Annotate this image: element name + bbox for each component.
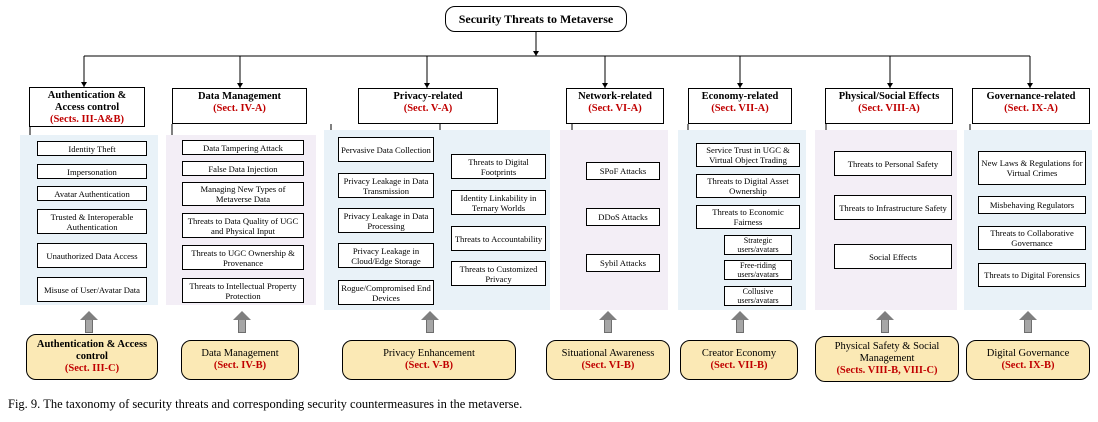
category-title: Privacy-related [393, 91, 463, 102]
category-header-economy: Economy-related (Sect. VII-A) [688, 88, 792, 124]
category-title: Data Management [197, 91, 282, 102]
threat-item: Avatar Authentication [37, 186, 147, 201]
threat-item: Data Tampering Attack [182, 140, 304, 155]
up-arrow-icon [1019, 311, 1037, 333]
threat-item: Threats to Digital Asset Ownership [696, 174, 800, 198]
root-node: Security Threats to Metaverse [445, 6, 627, 32]
category-title: Physical/Social Effects [838, 91, 940, 102]
countermeasure-title: Privacy Enhancement [383, 348, 475, 359]
countermeasure-section: (Sect. IX-B) [1001, 360, 1055, 371]
threat-item: Misuse of User/Avatar Data [37, 277, 147, 302]
threat-item: Privacy Leakage in Cloud/Edge Storage [338, 243, 434, 268]
countermeasure-privacy: Privacy Enhancement (Sect. V-B) [342, 340, 516, 380]
countermeasure-title: Situational Awareness [561, 348, 655, 359]
threat-item: Threats to Digital Footprints [451, 154, 546, 179]
threat-item: Pervasive Data Collection [338, 137, 434, 162]
arrowhead [533, 51, 539, 56]
threat-item: Threats to Accountability [451, 226, 546, 251]
category-section: (Sect. V-A) [403, 103, 453, 114]
sub-threat-item: Strategic users/avatars [724, 235, 792, 255]
threat-item: SPoF Attacks [586, 162, 660, 180]
category-title: Authentication & Access control [47, 90, 127, 113]
threat-item: Threats to UGC Ownership & Provenance [182, 245, 304, 270]
countermeasure-title: Authentication & Access control [36, 339, 148, 362]
countermeasure-auth: Authentication & Access control (Sect. I… [26, 334, 158, 380]
threat-item: Threats to Intellectual Property Protect… [182, 278, 304, 303]
up-arrow-icon [421, 311, 439, 333]
category-title: Network-related [578, 91, 652, 102]
countermeasure-section: (Sects. VIII-B, VIII-C) [836, 365, 938, 376]
category-section: (Sect. VI-A) [588, 103, 642, 114]
figure-caption: Fig. 9. The taxonomy of security threats… [8, 397, 523, 411]
threat-item: Rogue/Compromised End Devices [338, 280, 434, 305]
threat-item: False Data Injection [182, 161, 304, 176]
threat-item: Identity Linkability in Ternary Worlds [451, 190, 546, 215]
sub-threat-item: Free-riding users/avatars [724, 260, 792, 280]
threat-item: Trusted & Interoperable Authentication [37, 209, 147, 234]
threat-item: Threats to Infrastructure Safety [834, 195, 952, 220]
countermeasure-section: (Sect. V-B) [404, 360, 453, 371]
threat-item: Privacy Leakage in Data Processing [338, 208, 434, 233]
countermeasure-title: Creator Economy [701, 348, 777, 359]
threat-item: DDoS Attacks [586, 208, 660, 226]
category-header-privacy: Privacy-related (Sect. V-A) [358, 88, 498, 124]
countermeasure-section: (Sect. IV-B) [213, 360, 267, 371]
threat-item: Sybil Attacks [586, 254, 660, 272]
threat-item: Identity Theft [37, 141, 147, 156]
category-header-network: Network-related (Sect. VI-A) [566, 88, 664, 124]
countermeasure-title: Digital Governance [986, 348, 1070, 359]
threat-item: Unauthorized Data Access [37, 243, 147, 268]
countermeasure-section: (Sect. VI-B) [581, 360, 635, 371]
threat-item: Threats to Data Quality of UGC and Physi… [182, 213, 304, 238]
threat-item: Threats to Digital Forensics [978, 263, 1086, 287]
threat-item: Service Trust in UGC & Virtual Object Tr… [696, 143, 800, 167]
category-title: Economy-related [701, 91, 779, 102]
up-arrow-icon [599, 311, 617, 333]
countermeasure-governance: Digital Governance (Sect. IX-B) [966, 340, 1090, 380]
category-section: (Sect. VIII-A) [858, 103, 920, 114]
category-section: (Sects. III-A&B) [49, 114, 125, 125]
category-section: (Sect. IX-A) [1004, 103, 1058, 114]
up-arrow-icon [233, 311, 251, 333]
threat-item: Threats to Economic Fairness [696, 205, 800, 229]
threat-item: New Laws & Regulations for Virtual Crime… [978, 151, 1086, 185]
countermeasure-data: Data Management (Sect. IV-B) [181, 340, 299, 380]
sub-threat-item: Collusive users/avatars [724, 286, 792, 306]
countermeasure-title: Physical Safety & Social Management [834, 341, 940, 364]
threat-item: Social Effects [834, 244, 952, 269]
countermeasure-network: Situational Awareness (Sect. VI-B) [546, 340, 670, 380]
countermeasure-section: (Sect. VII-B) [710, 360, 768, 371]
up-arrow-icon [80, 311, 98, 333]
countermeasure-economy: Creator Economy (Sect. VII-B) [680, 340, 798, 380]
threat-item: Impersonation [37, 164, 147, 179]
countermeasure-physical: Physical Safety & Social Management (Sec… [815, 336, 959, 382]
threat-item: Managing New Types of Metaverse Data [182, 182, 304, 206]
threat-item: Threats to Customized Privacy [451, 261, 546, 286]
category-header-governance: Governance-related (Sect. IX-A) [972, 88, 1090, 124]
category-title: Governance-related [986, 91, 1076, 102]
threat-item: Privacy Leakage in Data Transmission [338, 173, 434, 198]
up-arrow-icon [876, 311, 894, 333]
countermeasure-title: Data Management [201, 348, 279, 359]
category-section: (Sect. IV-A) [213, 103, 266, 114]
category-header-auth: Authentication & Access control (Sects. … [29, 87, 145, 127]
threat-item: Misbehaving Regulators [978, 196, 1086, 214]
threat-item: Threats to Collaborative Governance [978, 226, 1086, 250]
category-header-physical: Physical/Social Effects (Sect. VIII-A) [825, 88, 953, 124]
category-section: (Sect. VII-A) [711, 103, 769, 114]
threat-item: Threats to Personal Safety [834, 151, 952, 176]
countermeasure-section: (Sect. III-C) [64, 363, 120, 374]
category-header-data: Data Management (Sect. IV-A) [172, 88, 307, 124]
up-arrow-icon [731, 311, 749, 333]
